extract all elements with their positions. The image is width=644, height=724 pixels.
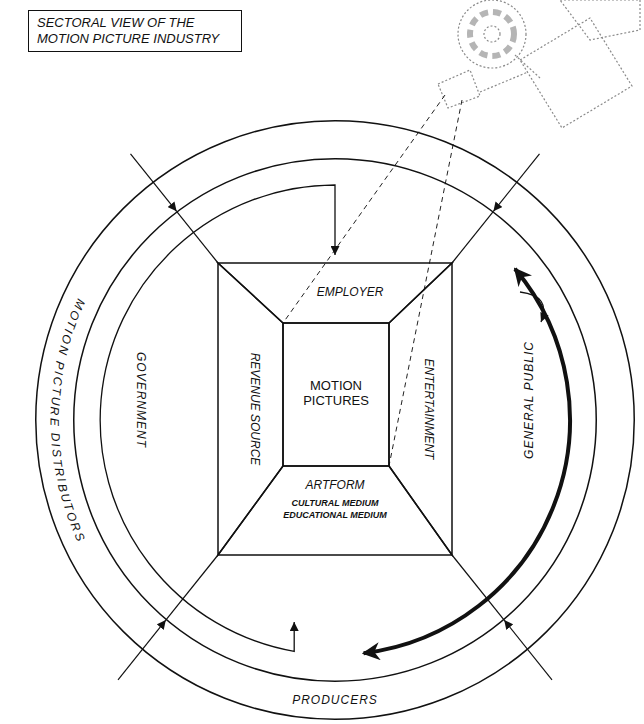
frame-panel (218, 466, 452, 555)
sub-label: EDUCATIONAL MEDIUM (281, 510, 389, 520)
sector-label: REVENUE SOURCE (247, 351, 261, 468)
frame-panel (218, 263, 452, 323)
flow-arc (100, 185, 335, 651)
letter: C (50, 376, 64, 386)
ring-circle (36, 121, 635, 720)
projector-lens (438, 70, 480, 108)
reel-arm (515, 55, 540, 78)
projector-illustration (438, 0, 640, 128)
projector-beam (389, 100, 462, 466)
title-box: SECTORAL VIEW OF THE MOTION PICTURE INDU… (28, 10, 242, 52)
sector-divider (118, 620, 166, 680)
projector-body (520, 18, 632, 128)
center-box: MOTION PICTURES (283, 323, 389, 466)
letter: E (47, 418, 60, 426)
letter (47, 427, 60, 431)
inner-ring-outline (73, 158, 597, 682)
letter: R (52, 467, 67, 478)
letter: I (48, 443, 61, 448)
sub-label: CULTURAL MEDIUM (289, 498, 380, 508)
sector-label: ARTFORM (303, 479, 366, 493)
film-reel (458, 0, 526, 68)
ring-label: PRODUCERS (290, 694, 380, 708)
sector-divider (166, 555, 218, 620)
letter: T (50, 458, 64, 467)
ring-label: MOTION PICTURE DISTRIBUTORS (44, 294, 89, 547)
projector-housing (560, 0, 640, 40)
outer-ring-outline (35, 120, 635, 720)
reel-spokes (470, 12, 514, 56)
letter: S (72, 530, 87, 543)
sector-divider (177, 211, 218, 263)
sector-label: ENTERTAINMENT (421, 357, 435, 462)
sector-label: EMPLOYER (315, 286, 386, 300)
letter: I (51, 370, 65, 376)
reel-hub (484, 26, 500, 42)
center-label: MOTION PICTURES (288, 379, 384, 409)
letter: U (48, 396, 62, 406)
bold-flow-arc (364, 269, 570, 653)
ring-label: GOVERNMENT (133, 350, 147, 450)
ring-label: GENERAL PUBLIC (523, 339, 537, 461)
sector-trapezoid: EMPLOYER (218, 263, 452, 323)
outer-ring: EMPLOYER REVENUE SOURCE ENTERTAINMENT ARTFO… (35, 120, 635, 720)
projector-beam (283, 95, 445, 323)
letter: D (48, 433, 62, 442)
lens-barrel (480, 72, 528, 92)
letter: O (58, 333, 73, 346)
letter: S (49, 448, 63, 458)
letter: P (52, 360, 66, 370)
sector-divider (504, 620, 552, 680)
inner-ring: EMPLOYER REVENUE SOURCE ENTERTAINMENT ARTFO… (73, 158, 597, 682)
ring-circle (74, 159, 597, 682)
sector-divider (452, 555, 504, 620)
letter: T (49, 386, 63, 395)
letter: R (47, 407, 60, 416)
letter: N (55, 344, 70, 356)
title-text: SECTORAL VIEW OF THE MOTION PICTURE INDU… (37, 15, 233, 46)
sector-divider (452, 211, 493, 263)
sector-trapezoid: ARTFORM CULTURAL MEDIUM EDUCATIONAL MEDIUM (218, 466, 452, 555)
frame-panel (283, 323, 389, 466)
flow-hook (520, 292, 544, 322)
